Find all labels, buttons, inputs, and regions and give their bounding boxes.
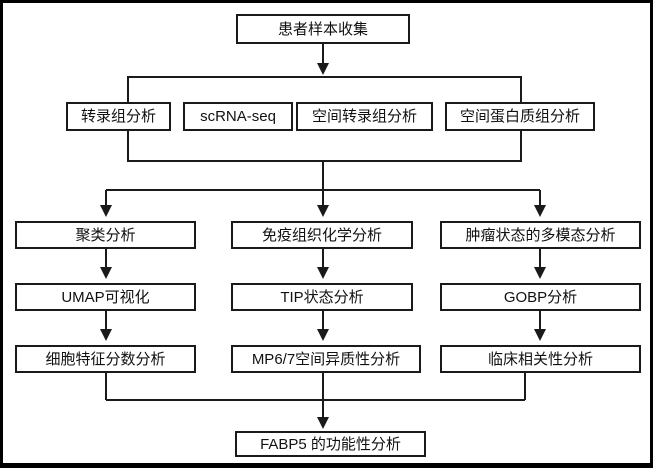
node-clinical-correlation-analysis: 临床相关性分析 (440, 345, 641, 373)
node-transcriptome-analysis: 转录组分析 (66, 102, 171, 131)
node-cell-feature-score-analysis: 细胞特征分数分析 (15, 345, 196, 373)
node-fabp5-functional-analysis: FABP5 的功能性分析 (235, 431, 426, 457)
node-gobp-analysis: GOBP分析 (440, 283, 641, 311)
node-umap-visualization: UMAP可视化 (15, 283, 196, 311)
node-scrna-seq: scRNA-seq (183, 102, 293, 131)
node-immunohistochemistry-analysis: 免疫组织化学分析 (231, 221, 413, 249)
node-spatial-proteome-analysis: 空间蛋白质组分析 (445, 102, 595, 131)
node-patient-sample-collection: 患者样本收集 (236, 14, 410, 44)
node-spatial-transcriptome-analysis: 空间转录组分析 (296, 102, 433, 131)
node-tumor-state-multimodal-analysis: 肿瘤状态的多模态分析 (440, 221, 641, 249)
node-tip-status-analysis: TIP状态分析 (231, 283, 413, 311)
node-mp67-spatial-heterogeneity-analysis: MP6/7空间异质性分析 (231, 345, 421, 373)
node-clustering-analysis: 聚类分析 (15, 221, 196, 249)
